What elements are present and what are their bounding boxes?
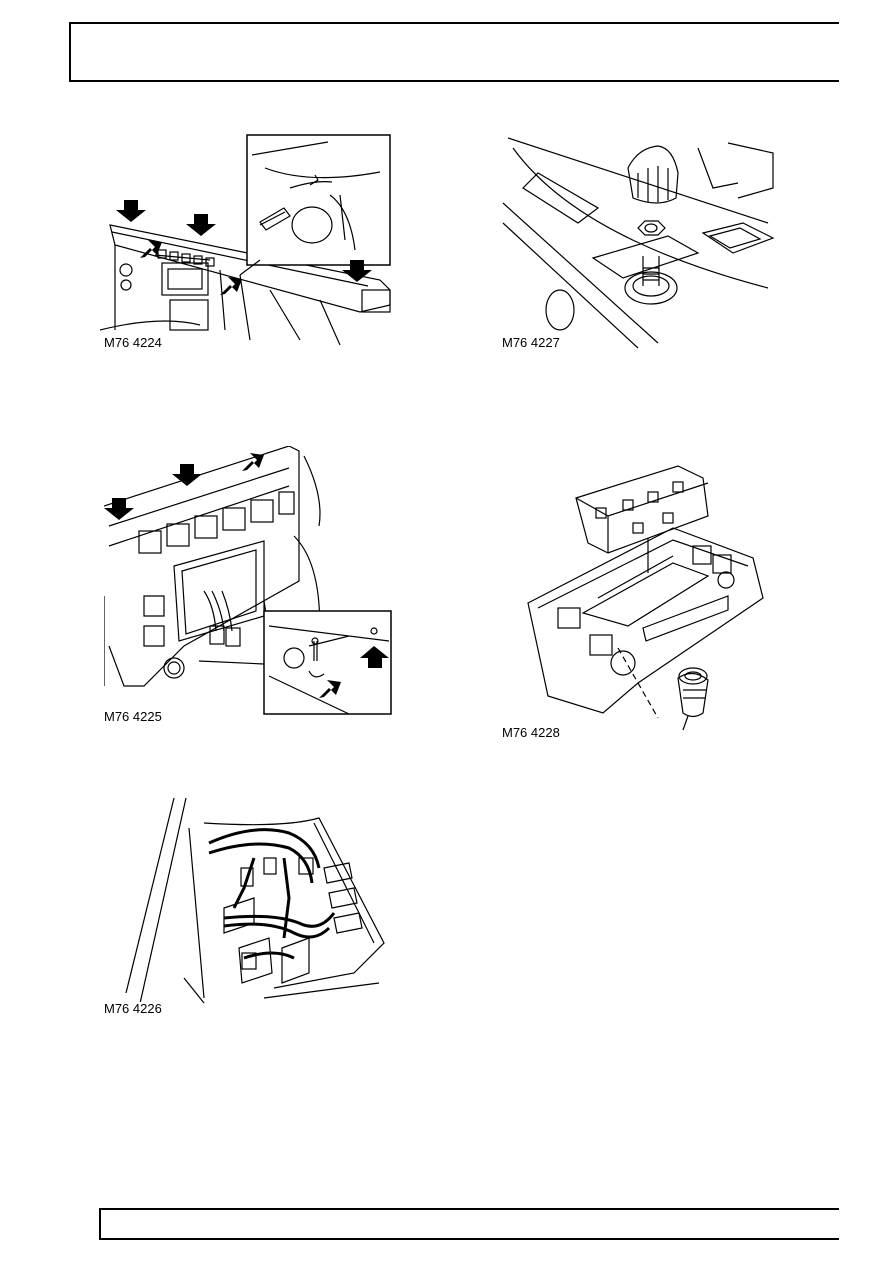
center-console-panel-illustration <box>104 446 392 715</box>
page-footer-box <box>99 1208 839 1240</box>
wiring-harness-illustration <box>125 798 385 1009</box>
page-header-box <box>69 22 839 82</box>
figure-caption: M76 4227 <box>502 336 563 350</box>
switch-panel-exploded-illustration <box>527 465 764 731</box>
figure-m76-4226: M76 4226 <box>104 798 389 1018</box>
figure-m76-4224: M76 4224 <box>100 130 395 355</box>
figure-caption: M76 4228 <box>502 726 563 740</box>
figure-m76-4225: M76 4225 <box>104 446 394 726</box>
figure-caption: M76 4225 <box>104 710 165 724</box>
dashboard-top-rail-illustration <box>100 134 391 346</box>
figure-m76-4227: M76 4227 <box>498 128 783 353</box>
figure-caption: M76 4224 <box>104 336 165 350</box>
switch-knob-illustration <box>502 137 775 349</box>
figure-m76-4228: M76 4228 <box>498 458 788 748</box>
figure-caption: M76 4226 <box>104 1002 165 1016</box>
